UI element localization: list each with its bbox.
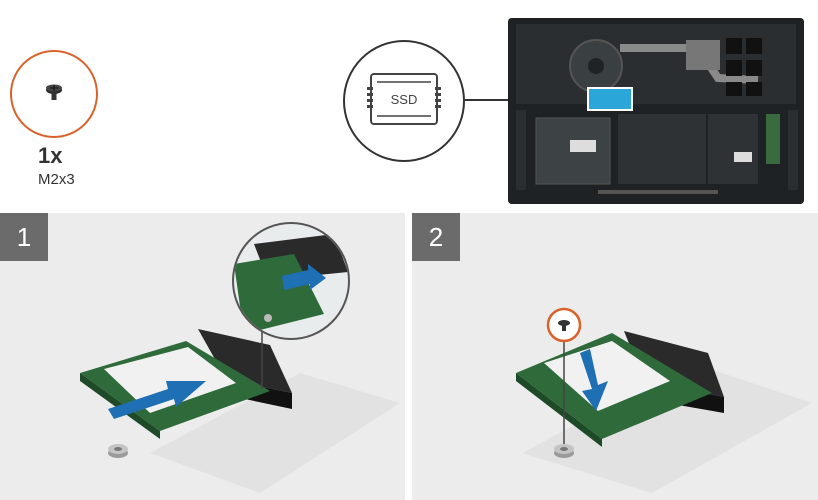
step-2-panel: 2 <box>412 213 818 500</box>
screw-callout-circle <box>10 50 98 138</box>
step-1-badge: 1 <box>0 213 48 261</box>
ssd-label: SSD <box>391 92 418 107</box>
laptop-base-image <box>508 18 804 204</box>
ssd-callout-circle: SSD <box>343 40 465 162</box>
step-1-panel: 1 <box>0 213 405 500</box>
step-1-zoom-circle <box>232 222 350 340</box>
screw-size: M2x3 <box>38 171 75 188</box>
step-1-illustration <box>80 329 400 493</box>
screw-quantity: 1x <box>38 143 63 168</box>
ssd-icon: SSD <box>367 73 441 125</box>
screw-icon <box>46 84 62 100</box>
step-2-illustration <box>516 307 812 493</box>
step-2-badge: 2 <box>412 213 460 261</box>
